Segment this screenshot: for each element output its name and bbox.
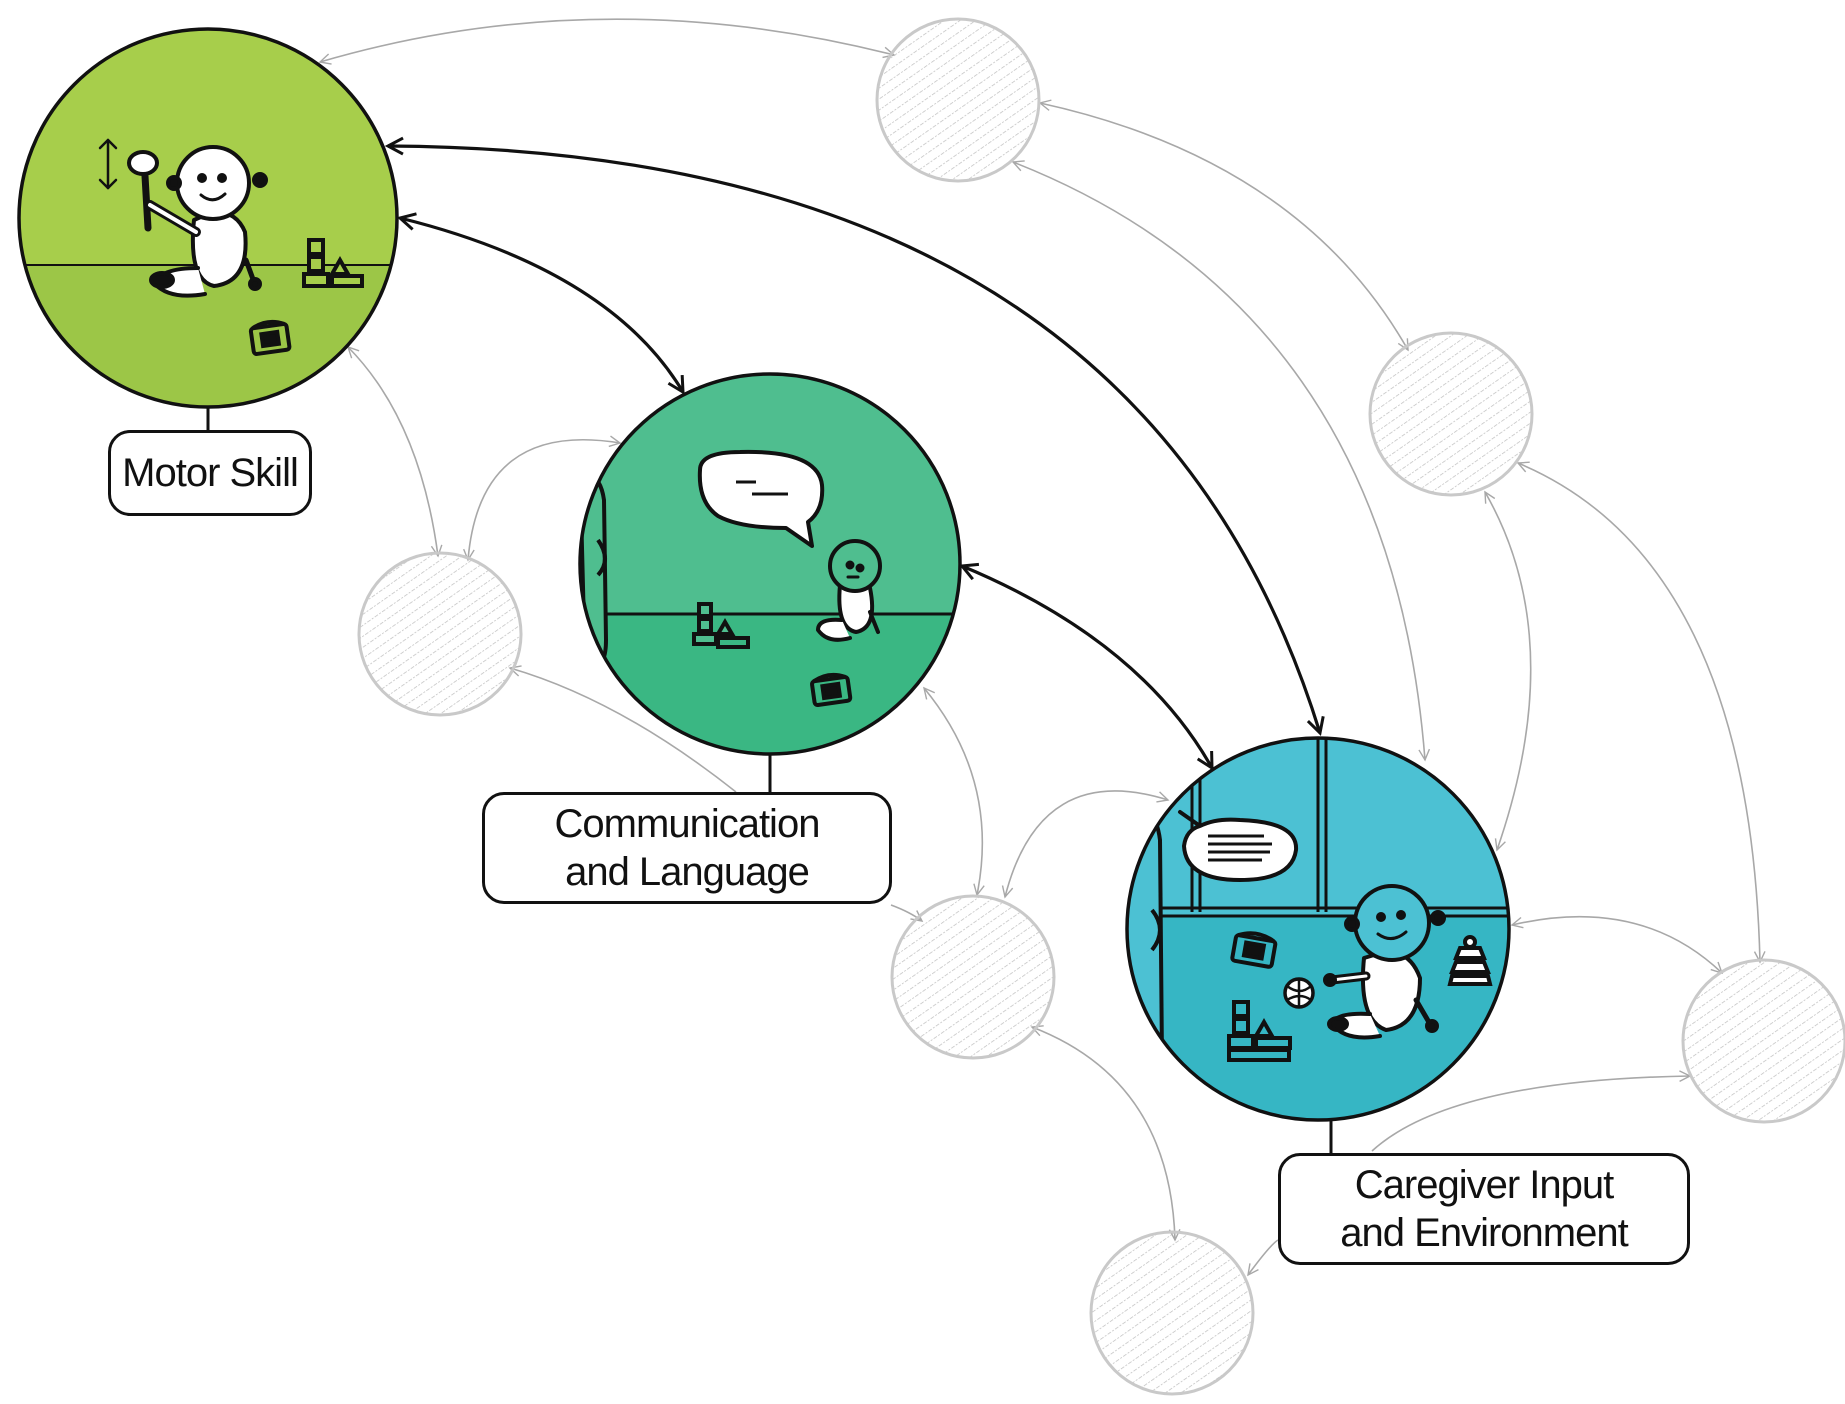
label-communication-language: Communication and Language [482, 792, 892, 904]
faint-edge [1030, 1025, 1181, 1242]
blocks-icon [302, 238, 364, 288]
faint-edge [1038, 99, 1409, 352]
faint-edge [1001, 790, 1170, 899]
speech-bubble-icon [697, 449, 825, 548]
faint-connections [318, 18, 1766, 1277]
main-edge-motor-care [388, 146, 1320, 733]
child-raising-toy-icon [98, 138, 268, 298]
faint-edge [1484, 490, 1532, 852]
faint-edge [1516, 461, 1766, 964]
label-caregiver-environment: Caregiver Input and Environment [1278, 1153, 1690, 1265]
faint-edge [923, 686, 985, 897]
label-line: Motor Skill [122, 451, 299, 495]
ring-stacker-icon [1447, 935, 1493, 986]
main-connections [388, 146, 1320, 768]
label-motor-skill: Motor Skill [108, 430, 312, 516]
placeholder-node [875, 17, 1041, 183]
placeholder-node [357, 551, 523, 717]
faint-edge [1247, 1239, 1279, 1277]
placeholder-node [1681, 958, 1845, 1124]
node-communication-language [578, 372, 962, 756]
main-edge-comm-care [962, 566, 1212, 768]
toy-phone-icon [1230, 931, 1278, 969]
faint-edge [1371, 1070, 1692, 1152]
placeholder-node [1089, 1230, 1255, 1396]
faint-edge [346, 345, 443, 558]
label-line: and Environment [1340, 1211, 1628, 1255]
child-sitting-icon [1323, 884, 1446, 1040]
faint-edge [1510, 915, 1724, 975]
speech-bubble-icon [1178, 810, 1299, 882]
node-caregiver-environment [1125, 736, 1511, 1122]
toy-phone-icon [248, 319, 292, 356]
main-edge-motor-comm [400, 218, 683, 392]
ball-icon [1283, 977, 1315, 1009]
toy-phone-icon [810, 672, 853, 707]
label-line: and Language [565, 850, 810, 894]
label-line: Caregiver Input [1354, 1163, 1614, 1207]
label-stems [206, 407, 1333, 1153]
blocks-icon [692, 602, 750, 649]
placeholder-node [890, 894, 1056, 1060]
faint-edge [1011, 160, 1431, 762]
child-sitting-icon [816, 539, 882, 642]
placeholder-node [1368, 331, 1534, 497]
faint-edge [318, 18, 896, 65]
label-line: Communication [554, 802, 821, 846]
blocks-icon [1227, 1000, 1292, 1062]
node-motor-skill [17, 27, 399, 409]
